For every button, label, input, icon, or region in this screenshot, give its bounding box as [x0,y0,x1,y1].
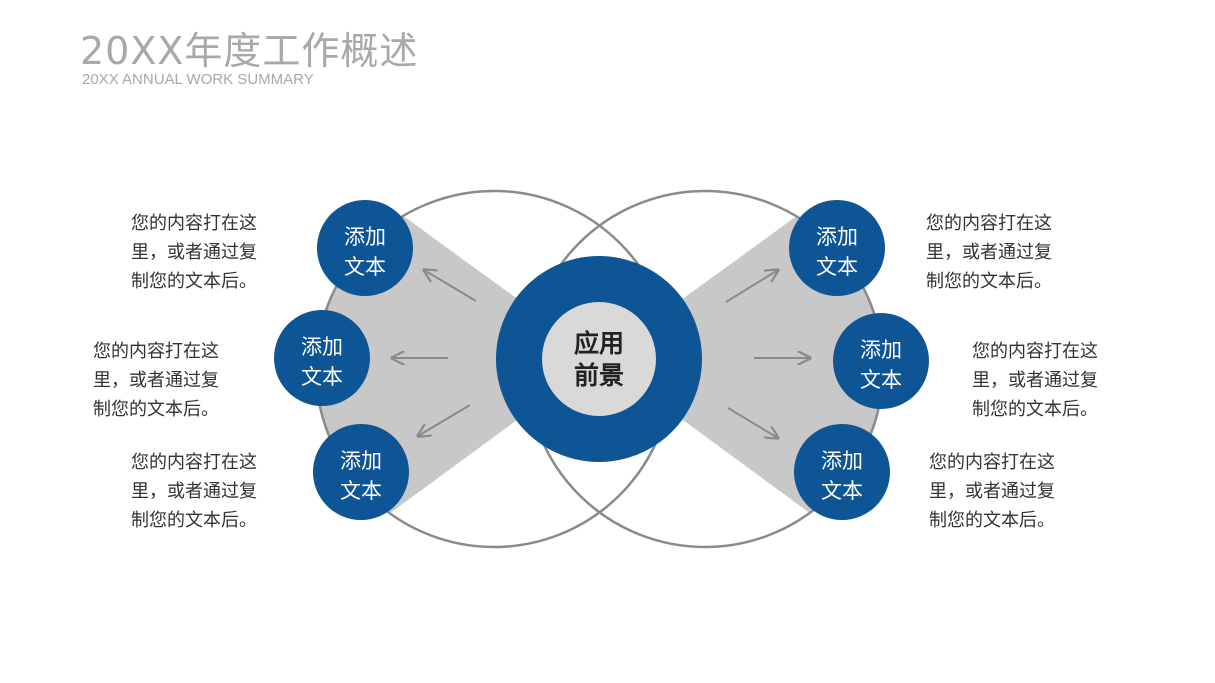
node-label-line1: 添加 [344,225,386,249]
node-label-line2: 文本 [821,479,863,503]
description-line: 您的内容打在这 [926,213,1052,234]
node-label-line2: 文本 [344,255,386,279]
description-right-middle: 您的内容打在这 里，或者通过复 制您的文本后。 [972,337,1098,424]
description-line: 里，或者通过复 [972,370,1098,391]
node-label-line1: 添加 [816,225,858,249]
center-label-line2: 前景 [574,361,624,390]
arrow-left-bottom [418,404,471,436]
center-hub: 应用 前景 [496,256,702,462]
node-label-line1: 添加 [301,335,343,359]
node-label-line2: 文本 [816,255,858,279]
description-line: 制您的文本后。 [93,399,219,420]
node-label-line2: 文本 [340,479,382,503]
node-right-bottom[interactable]: 添加 文本 [794,424,890,520]
description-left-bottom: 您的内容打在这 里，或者通过复 制您的文本后。 [131,448,257,535]
center-label-line1: 应用 [574,329,624,358]
node-label-line2: 文本 [860,368,902,392]
node-label-line1: 添加 [340,449,382,473]
arrow-right-top [725,270,778,303]
description-line: 里，或者通过复 [929,481,1055,502]
description-line: 里，或者通过复 [926,242,1052,263]
description-line: 里，或者通过复 [131,242,257,263]
description-line: 里，或者通过复 [93,370,219,391]
node-label-line1: 添加 [860,338,902,362]
description-line: 制您的文本后。 [926,271,1052,292]
description-right-top: 您的内容打在这 里，或者通过复 制您的文本后。 [926,209,1052,296]
description-line: 制您的文本后。 [929,510,1055,531]
description-line: 您的内容打在这 [929,452,1055,473]
description-line: 您的内容打在这 [93,341,219,362]
description-line: 里，或者通过复 [131,481,257,502]
node-left-bottom[interactable]: 添加 文本 [313,424,409,520]
description-left-middle: 您的内容打在这 里，或者通过复 制您的文本后。 [93,337,219,424]
arrow-left-top [424,270,477,302]
arrow-right-bottom [727,407,778,438]
node-right-middle[interactable]: 添加 文本 [833,313,929,409]
description-right-bottom: 您的内容打在这 里，或者通过复 制您的文本后。 [929,448,1055,535]
description-line: 制您的文本后。 [972,399,1098,420]
description-line: 您的内容打在这 [131,452,257,473]
description-line: 您的内容打在这 [972,341,1098,362]
page-title: 20XX年度工作概述 [80,29,419,73]
description-line: 制您的文本后。 [131,271,257,292]
node-label-line2: 文本 [301,365,343,389]
description-line: 您的内容打在这 [131,213,257,234]
node-right-top[interactable]: 添加 文本 [789,200,885,296]
node-left-top[interactable]: 添加 文本 [317,200,413,296]
node-label-line1: 添加 [821,449,863,473]
description-line: 制您的文本后。 [131,510,257,531]
page-subtitle: 20XX ANNUAL WORK SUMMARY [82,71,314,88]
description-left-top: 您的内容打在这 里，或者通过复 制您的文本后。 [131,209,257,296]
node-left-middle[interactable]: 添加 文本 [274,310,370,406]
